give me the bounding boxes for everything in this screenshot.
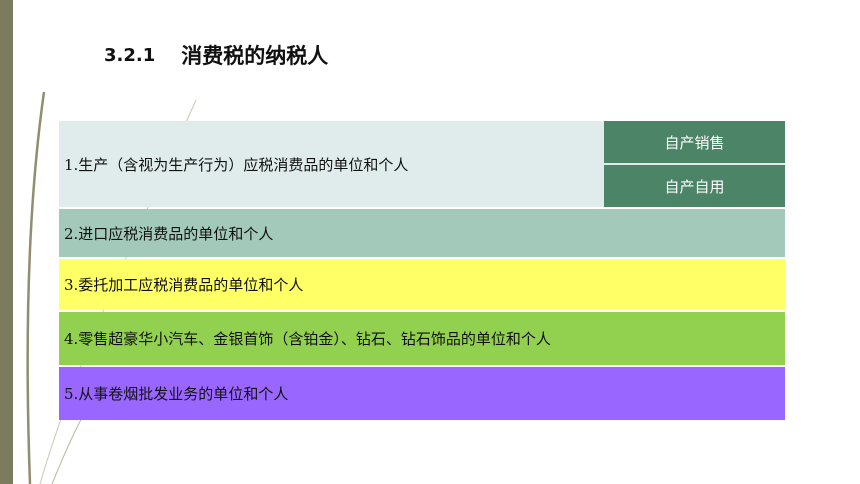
sub-cell-self-sale: 自产销售	[604, 121, 785, 163]
section-title: 消费税的纳税人	[181, 44, 329, 68]
table-row-4: 4.零售超豪华小汽车、金银首饰（含铂金）、钻石、钻石饰品的单位和个人	[59, 312, 785, 365]
sub-cell-self-use: 自产自用	[604, 165, 785, 207]
taxpayer-table: 1.生产（含视为生产行为）应税消费品的单位和个人 自产销售 自产自用 2.进口应…	[59, 121, 785, 420]
table-row-5: 5.从事卷烟批发业务的单位和个人	[59, 367, 785, 420]
page-title: 3.2.1 消费税的纳税人	[104, 38, 328, 72]
left-accent-bar	[0, 0, 13, 484]
section-number: 3.2.1	[104, 44, 156, 66]
table-row-3-label: 3.委托加工应税消费品的单位和个人	[64, 276, 304, 294]
table-row-2-label: 2.进口应税消费品的单位和个人	[64, 224, 274, 243]
table-row-4-label: 4.零售超豪华小汽车、金银首饰（含铂金）、钻石、钻石饰品的单位和个人	[64, 330, 551, 348]
table-row-5-label: 5.从事卷烟批发业务的单位和个人	[64, 385, 289, 403]
table-row-3: 3.委托加工应税消费品的单位和个人	[59, 259, 785, 310]
table-row-2: 2.进口应税消费品的单位和个人	[59, 209, 785, 257]
table-row-1-label: 1.生产（含视为生产行为）应税消费品的单位和个人	[64, 155, 409, 174]
